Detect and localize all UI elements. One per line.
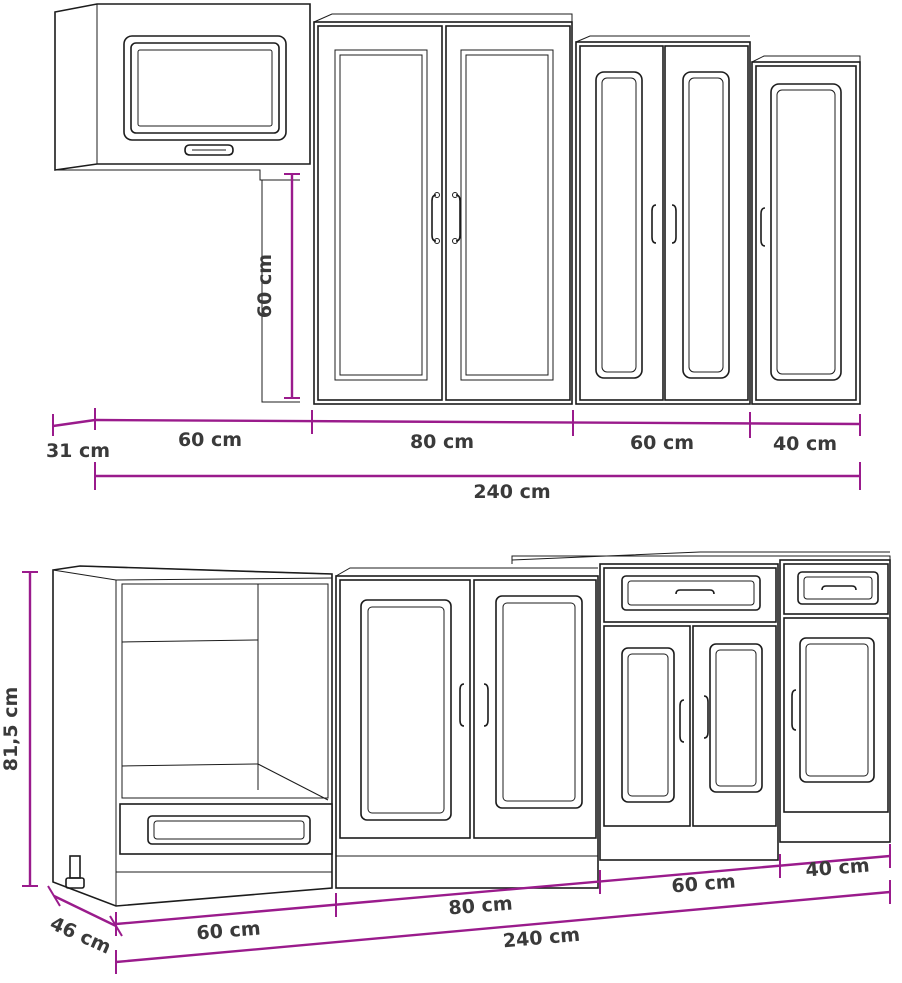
upper-height-label: 60 cm: [254, 254, 276, 318]
upper-cabinets: [54, 3, 861, 405]
base-door-handle-icon: [459, 683, 489, 727]
upper-depth-label: 31 cm: [46, 440, 110, 462]
adjustable-foot-icon: [65, 855, 85, 889]
upper-width-label-3: 60 cm: [630, 432, 694, 454]
upper-width-label-4: 40 cm: [773, 433, 837, 455]
upper-flap-cabinet: [54, 3, 311, 403]
glass-door-handle-icon: [431, 192, 461, 244]
single-door-handle-icon: [760, 207, 766, 247]
upper-dimensions: 60 cm 31 cm 60 cm 80 cm 60 cm 40 cm 240 …: [46, 173, 861, 503]
lower-total-label: 240 cm: [502, 924, 581, 953]
upper-glass-cabinet: [313, 13, 573, 405]
lower-drawer-single-cabinet: [779, 559, 891, 843]
lower-width-label-2: 80 cm: [448, 893, 514, 920]
lower-width-label-3: 60 cm: [671, 871, 737, 898]
flap-handle-icon: [184, 144, 234, 156]
drawer-cabinet-door-handle-icon: [679, 695, 709, 743]
single-base-door-handle-icon: [791, 689, 797, 731]
lower-cabinets: [52, 551, 891, 907]
lower-height-label: 81,5 cm: [0, 687, 22, 772]
lower-double-cabinet: [335, 567, 599, 889]
upper-total-label: 240 cm: [473, 481, 550, 503]
upper-single-cabinet: [751, 55, 861, 405]
upper-width-label-1: 60 cm: [178, 429, 242, 451]
drawer-handle-icon: [675, 589, 715, 595]
lower-oven-cabinet: [52, 565, 333, 907]
double-door-handle-icon: [651, 204, 677, 244]
lower-drawer-double-cabinet: [599, 563, 779, 861]
upper-width-label-2: 80 cm: [410, 431, 474, 453]
upper-double-cabinet: [575, 35, 751, 405]
lower-width-label-1: 60 cm: [196, 918, 262, 945]
small-drawer-handle-icon: [821, 585, 857, 591]
lower-width-label-4: 40 cm: [805, 855, 871, 882]
